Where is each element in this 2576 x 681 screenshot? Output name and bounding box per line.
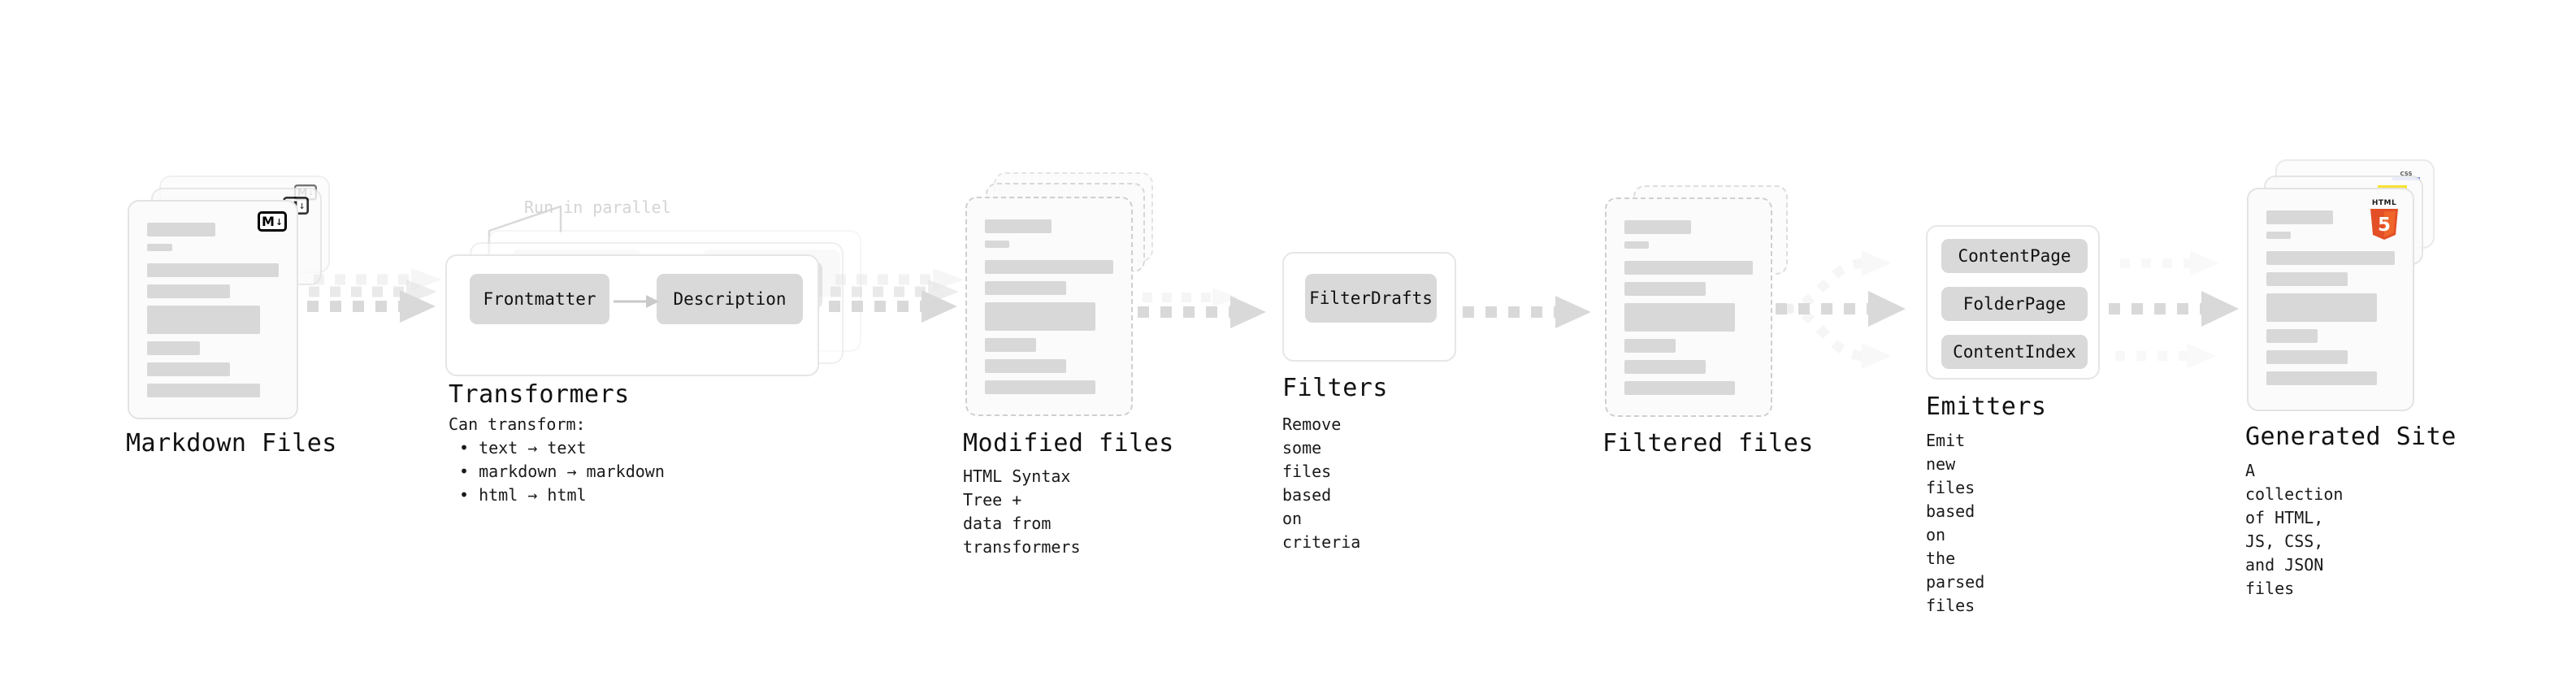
transformer-panel-front[interactable]: Frontmatter Description	[445, 254, 819, 376]
placeholder-line	[1624, 241, 1650, 249]
placeholder-line	[985, 359, 1066, 373]
placeholder-line	[147, 341, 200, 355]
placeholder-line	[1624, 220, 1692, 234]
stage-markdown-files: M ↓ M ↓ M ↓	[0, 0, 336, 681]
generated-site-placeholder-lines	[2266, 210, 2395, 385]
stage-title-filters: Filters	[1282, 374, 1388, 402]
filters-description: Remove some files based on criteria	[1282, 414, 1361, 552]
css-badge-label: CSS	[2400, 171, 2413, 177]
markdown-badge-arrow-icon: ↓	[275, 214, 283, 228]
placeholder-line	[985, 380, 1095, 394]
placeholder-line	[985, 260, 1113, 274]
generated-site-description: A collection of HTML, JS, CSS, and JSON …	[2245, 461, 2344, 598]
emitter-pill-folderpage-label: FolderPage	[1962, 294, 2066, 314]
stage-filters: FilterDrafts Filters Remove some files b…	[0, 0, 1456, 681]
transformers-description: Can transform:	[449, 414, 586, 434]
markdown-file-placeholder-lines	[147, 223, 279, 397]
stage-emitters: ContentPage FolderPage ContentIndex Emit…	[0, 0, 2100, 681]
transformer-arrow-icon	[614, 295, 659, 308]
stage-title-filtered-files: Filtered files	[1602, 429, 1814, 458]
stage-generated-site: CSS HTML 5	[0, 0, 2456, 681]
transformers-bullet-0: • text → text	[459, 438, 587, 458]
connector-markdown-to-transformers	[307, 268, 442, 323]
modified-files-description: HTML Syntax Tree + data from transformer…	[963, 466, 1081, 557]
markdown-badge-front: M ↓	[258, 211, 287, 232]
markdown-badge-arrow-icon: ↓	[298, 198, 306, 212]
stage-title-generated-site: Generated Site	[2245, 423, 2457, 451]
placeholder-line	[147, 244, 172, 251]
placeholder-line	[147, 306, 261, 334]
placeholder-line	[147, 284, 231, 298]
transformers-bullet-1: • markdown → markdown	[459, 462, 665, 481]
markdown-file-card-front: M ↓	[128, 200, 298, 419]
placeholder-line	[985, 241, 1010, 248]
emitters-description: Emit new files based on the parsed files	[1926, 431, 1985, 615]
placeholder-line	[2266, 293, 2377, 322]
connector-filters-to-filtered	[1463, 296, 1591, 328]
svg-text:5: 5	[2378, 215, 2391, 236]
connector-filtered-to-emitters	[1776, 250, 1906, 369]
filter-pill-filterdrafts[interactable]: FilterDrafts	[1305, 274, 1437, 323]
html5-badge: HTML 5	[2367, 199, 2401, 241]
placeholder-line	[1624, 381, 1735, 395]
connector-emitters-to-generated-site	[2109, 250, 2239, 369]
stage-title-modified-files: Modified files	[963, 429, 1174, 458]
run-in-parallel-note: Run in parallel	[524, 197, 671, 217]
stage-modified-files: Modified files HTML Syntax Tree + data f…	[0, 0, 1173, 681]
placeholder-line	[147, 384, 261, 397]
placeholder-line	[1624, 360, 1706, 374]
placeholder-line	[147, 263, 279, 277]
placeholder-line	[985, 219, 1052, 233]
transformer-pill-description[interactable]: Description	[657, 274, 803, 324]
filter-pill-filterdrafts-label: FilterDrafts	[1309, 288, 1433, 308]
placeholder-line	[2266, 232, 2292, 239]
placeholder-line	[985, 281, 1066, 295]
placeholder-line	[147, 223, 216, 236]
generated-site-card-front: HTML 5	[2247, 188, 2414, 411]
html5-badge-caption: HTML	[2371, 199, 2397, 207]
placeholder-line	[1624, 303, 1735, 332]
emitter-pill-contentpage-label: ContentPage	[1958, 246, 2071, 266]
filters-panel[interactable]: FilterDrafts	[1282, 252, 1456, 362]
placeholder-line	[2266, 350, 2348, 364]
stage-title-transformers: Transformers	[449, 380, 630, 409]
transformers-bullet-2: • html → html	[459, 485, 587, 505]
placeholder-line	[2266, 210, 2334, 224]
filtered-file-card-front	[1605, 197, 1772, 417]
transformer-pill-frontmatter[interactable]: Frontmatter	[470, 274, 609, 324]
placeholder-line	[147, 362, 231, 376]
placeholder-line	[1624, 282, 1706, 296]
emitter-pill-contentindex-label: ContentIndex	[1953, 342, 2076, 362]
stage-transformers: Run in parallel Frontmatter	[0, 0, 861, 681]
placeholder-line	[1624, 261, 1753, 275]
stage-filtered-files: Filtered files	[0, 0, 1813, 681]
connector-transformers-to-modified	[829, 268, 964, 323]
placeholder-line	[2266, 329, 2318, 343]
connector-modified-to-filters	[1138, 288, 1266, 328]
placeholder-line	[2266, 251, 2395, 265]
placeholder-line	[1624, 339, 1676, 353]
html5-shield-icon: 5	[2370, 209, 2398, 240]
placeholder-line	[2266, 371, 2377, 385]
stage-title-emitters: Emitters	[1926, 393, 2047, 421]
placeholder-line	[985, 302, 1095, 331]
stage-title-markdown-files: Markdown Files	[126, 429, 337, 458]
placeholder-line	[985, 338, 1037, 352]
markdown-badge-letter: M	[262, 213, 275, 229]
emitter-pill-contentpage[interactable]: ContentPage	[1941, 239, 2088, 273]
emitter-pill-contentindex[interactable]: ContentIndex	[1941, 335, 2088, 369]
filtered-file-placeholder-lines	[1624, 220, 1753, 395]
modified-file-card-front	[965, 197, 1133, 416]
placeholder-line	[2266, 272, 2348, 286]
transformer-pill-description-label: Description	[673, 289, 787, 309]
modified-file-placeholder-lines	[985, 219, 1113, 394]
transformer-pill-frontmatter-label: Frontmatter	[483, 289, 596, 309]
emitters-panel[interactable]: ContentPage FolderPage ContentIndex	[1926, 225, 2100, 380]
emitter-pill-folderpage[interactable]: FolderPage	[1941, 287, 2088, 321]
